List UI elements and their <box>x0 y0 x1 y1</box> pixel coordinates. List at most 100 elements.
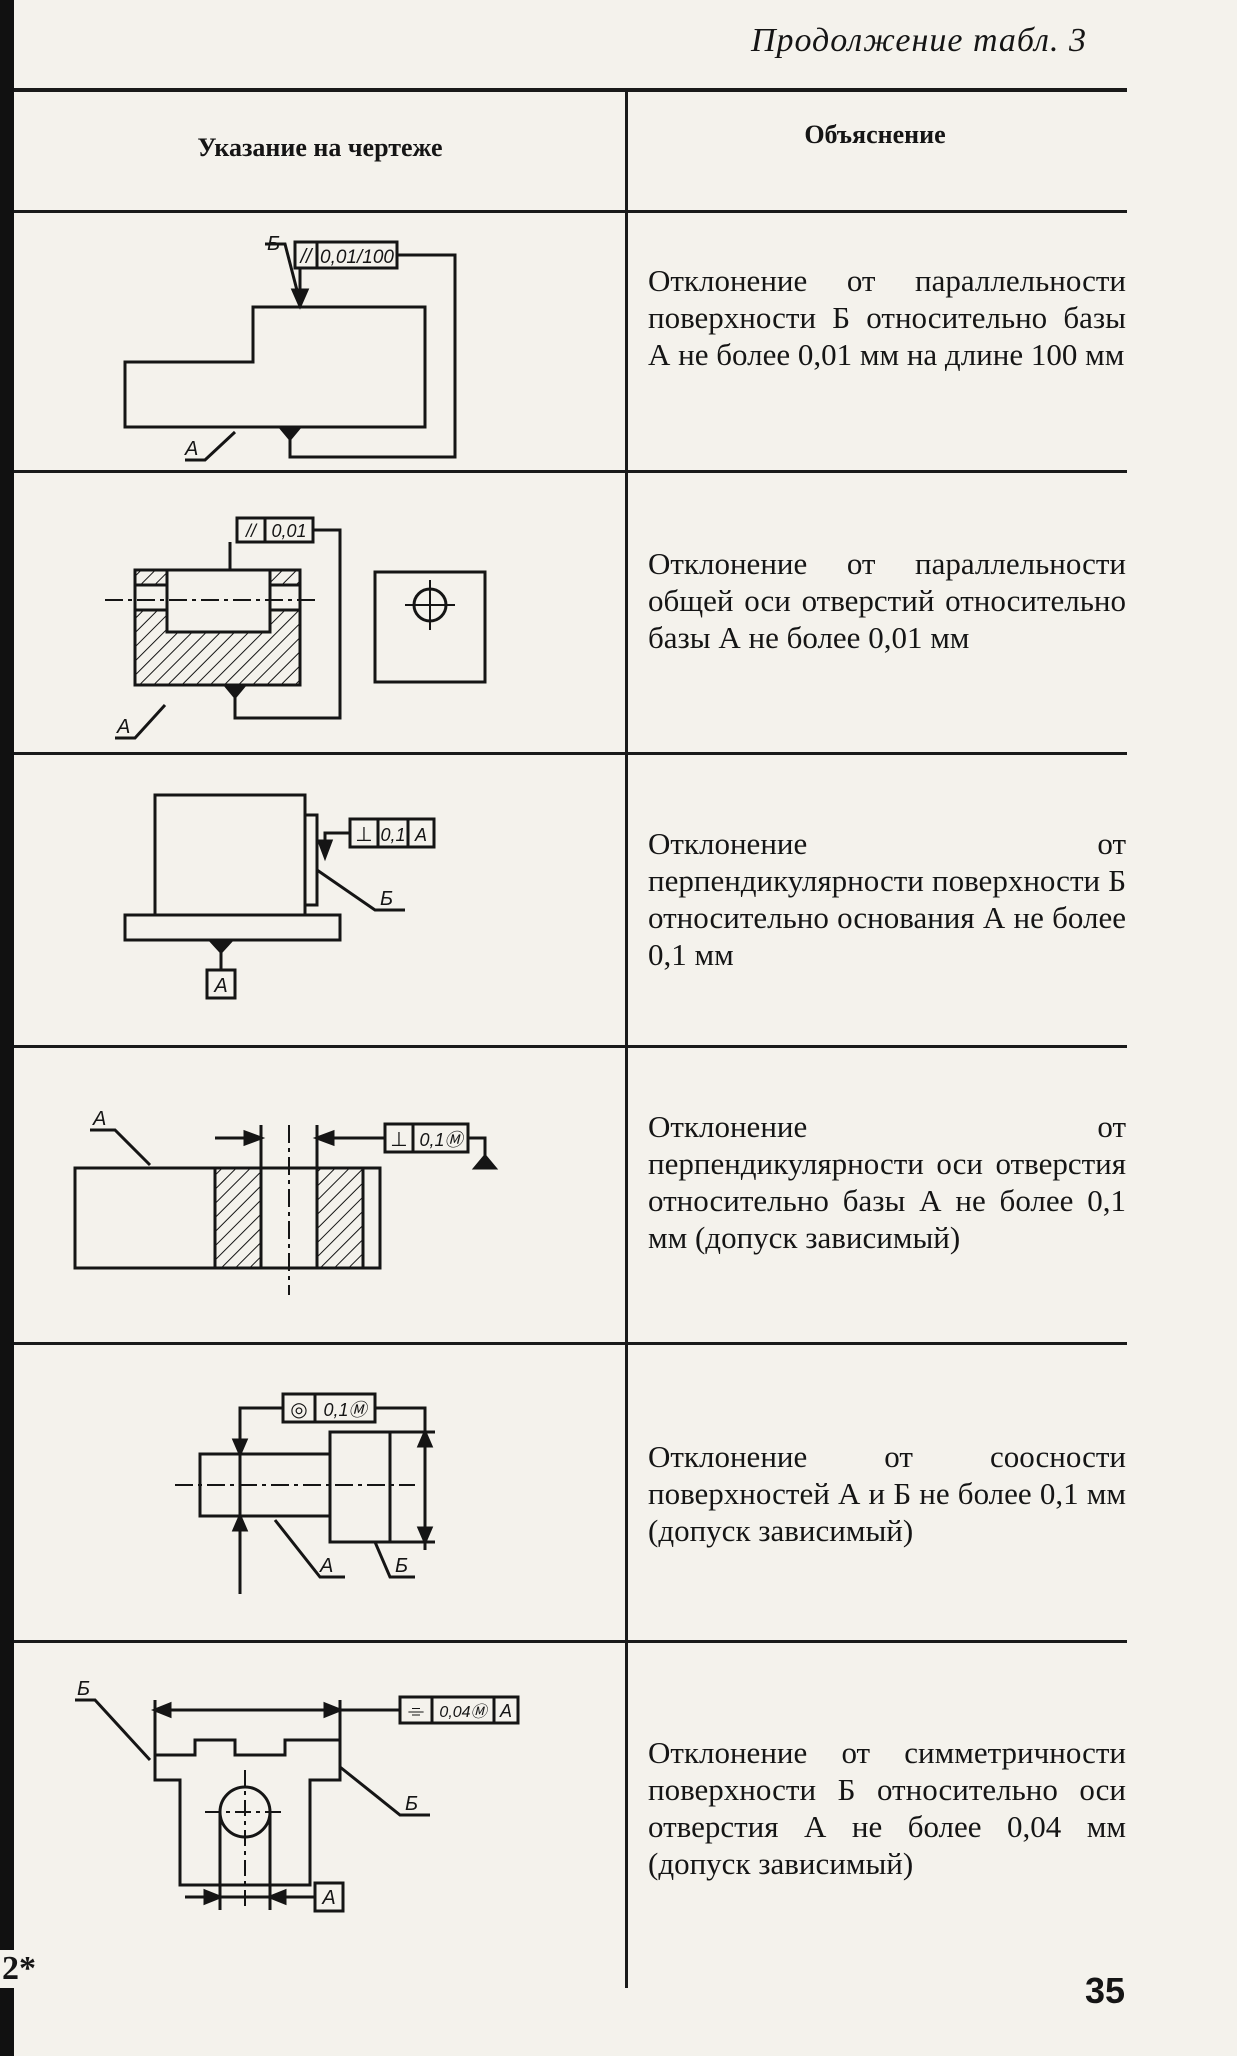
datum-box <box>205 968 237 1000</box>
arrow <box>231 1512 249 1532</box>
part-body <box>153 793 307 917</box>
frame-symbol: ⌯ <box>408 1700 424 1722</box>
datum-label: А <box>92 1108 106 1130</box>
arrow <box>150 1701 172 1719</box>
explanation-text: Отклонение от перпендикулярности оси отв… <box>648 1109 1126 1255</box>
row-divider <box>14 1342 1127 1345</box>
arrow <box>416 1526 434 1546</box>
part-outline <box>133 568 302 687</box>
explanation-text: Отклонение от симметричности поверхности… <box>648 1735 1126 1881</box>
frame-value: 0,1 <box>380 825 405 845</box>
column-header-drawing: Указание на чертеже <box>197 133 443 162</box>
row-divider <box>14 752 1127 755</box>
centerline <box>405 580 455 630</box>
arrow <box>231 1438 249 1458</box>
datum-box <box>313 1881 345 1913</box>
arrow <box>316 839 334 862</box>
datum-triangle <box>221 683 249 700</box>
datum-label: А <box>116 716 130 738</box>
drawing-perpendicularity-surface: А ⊥ 0,1 А Б <box>55 775 575 1040</box>
drawing-parallelism-axis: // 0,01 А <box>55 500 575 745</box>
dim-line <box>259 1125 319 1168</box>
datum-triangle <box>471 1153 499 1170</box>
leader <box>75 1698 152 1762</box>
frame-symbol: // <box>244 521 258 541</box>
arrow <box>312 1129 335 1147</box>
hole <box>133 583 169 612</box>
arrow <box>416 1428 434 1448</box>
explanation-text: Отклонение от соосности поверхностей А и… <box>648 1439 1126 1548</box>
part-outline <box>153 1738 342 1887</box>
leader <box>339 1765 430 1817</box>
page-number: 35 <box>1085 1970 1126 2011</box>
frame-value: 0,1Ⓜ <box>419 1130 465 1150</box>
frame-value: 0,01 <box>271 521 306 541</box>
leader <box>233 528 342 720</box>
arrow <box>243 1129 266 1147</box>
frame-symbol: // <box>298 246 314 268</box>
row-divider <box>14 1640 1127 1643</box>
label-b1: Б <box>77 1678 90 1700</box>
frame-symbol: ⊥ <box>390 1129 407 1151</box>
table-top-rule <box>14 88 1127 92</box>
explanation-text: Отклонение от параллельности общей оси о… <box>648 546 1126 655</box>
column-divider <box>625 88 628 1988</box>
drawing-parallelism-surface: // 0,01/100 Б А <box>55 232 575 467</box>
explanation-text: Отклонение от параллельности поверхности… <box>648 263 1126 372</box>
part-base <box>123 913 342 942</box>
dim-line <box>218 1812 272 1910</box>
arrow <box>323 1701 345 1719</box>
dim-line <box>153 1700 342 1755</box>
side-view <box>373 570 487 684</box>
leader <box>273 1519 345 1579</box>
leader <box>115 703 167 740</box>
drawing-coaxiality: ◎ 0,1Ⓜ А Б <box>55 1372 575 1637</box>
frame-datum: А <box>499 1701 512 1721</box>
label-b2: Б <box>405 1793 418 1815</box>
frame-symbol: ◎ <box>290 1399 307 1421</box>
datum-triangle <box>276 425 304 442</box>
page-marker: 2* <box>0 1950 36 1988</box>
frame-cell <box>406 817 436 849</box>
frame-value: 0,04Ⓜ <box>439 1703 488 1721</box>
hatched-section <box>315 1166 365 1270</box>
datum-triangle <box>206 938 236 955</box>
hole-walls <box>259 1168 319 1268</box>
leader <box>185 430 237 462</box>
part-outline <box>123 305 427 429</box>
row-divider <box>14 1045 1127 1048</box>
explanation-text: Отклонение от перпендикулярности поверхн… <box>648 826 1126 972</box>
part-step <box>305 813 319 907</box>
drawing-perpendicularity-axis: А ⊥ 0,1Ⓜ <box>55 1080 575 1330</box>
hole <box>268 583 302 612</box>
centerline <box>205 1770 285 1910</box>
datum-label: А <box>184 438 198 460</box>
leader <box>265 242 302 303</box>
arrow <box>265 1888 287 1906</box>
dim-ext <box>390 1430 435 1544</box>
header-bottom-rule <box>14 210 1127 213</box>
label-a: А <box>319 1555 333 1577</box>
datum-label: А <box>321 1887 335 1909</box>
frame-value: 0,1Ⓜ <box>323 1400 369 1420</box>
leader <box>373 1541 415 1579</box>
base-label: Б <box>267 233 280 255</box>
base-label: Б <box>380 888 393 910</box>
continuation-note: Продолжение табл. 3 <box>750 22 1087 59</box>
drawing-symmetry: Б ⌯ 0,04Ⓜ А А Б <box>55 1665 575 1935</box>
page-edge-shadow <box>0 0 14 2056</box>
frame-symbol: ⊥ <box>355 824 372 846</box>
frame-cell <box>492 1695 520 1725</box>
label-b: Б <box>395 1555 408 1577</box>
frame-value: 0,01/100 <box>320 247 394 268</box>
datum-label: А <box>213 975 227 997</box>
leader <box>316 868 405 912</box>
row-divider <box>14 470 1127 473</box>
shaft-large <box>328 1430 392 1544</box>
frame-datum: А <box>414 825 427 845</box>
arrow <box>203 1888 225 1906</box>
hatched-section <box>213 1166 263 1270</box>
column-header-explanation: Объяснение <box>804 120 946 149</box>
leader <box>90 1128 152 1167</box>
leader <box>288 253 457 459</box>
